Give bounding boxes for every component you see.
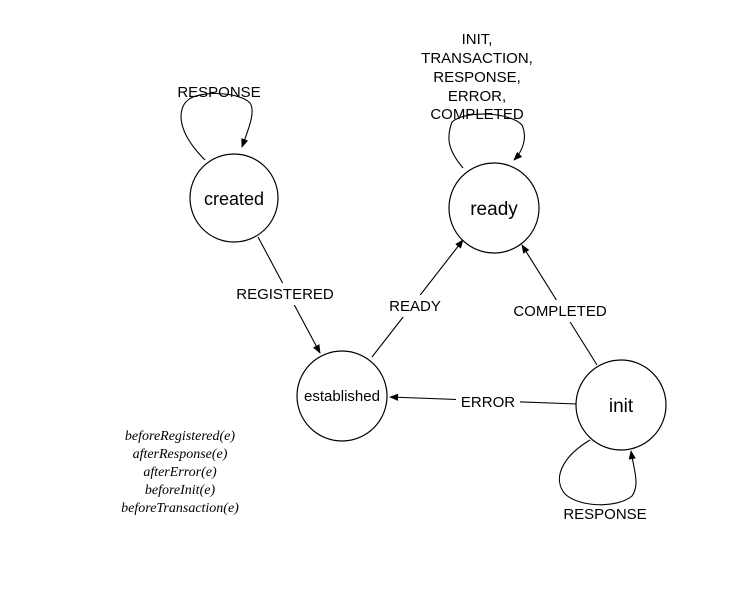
callback-item: afterError(e) [143, 465, 217, 480]
callback-list: beforeRegistered(e) afterResponse(e) aft… [60, 428, 300, 518]
label-ready-self-1: INIT, [462, 31, 493, 48]
callback-item: afterResponse(e) [132, 447, 228, 462]
label-established-to-ready: READY [389, 298, 441, 315]
label-ready-self-5: COMPLETED [430, 106, 524, 123]
label-ready-self-4: ERROR, [448, 88, 506, 105]
label-ready-self-2: TRANSACTION, [421, 50, 533, 67]
label-created-to-established: REGISTERED [236, 286, 334, 303]
state-ready-label: ready [470, 199, 518, 220]
label-init-to-ready: COMPLETED [513, 303, 607, 320]
label-init-self: RESPONSE [563, 506, 646, 523]
state-created: created [189, 153, 279, 243]
label-ready-self-3: RESPONSE, [433, 69, 521, 86]
callback-item: beforeInit(e) [144, 483, 216, 498]
edge-init-self [558, 439, 637, 506]
label-created-self: RESPONSE [177, 84, 260, 101]
callback-item: beforeRegistered(e) [124, 429, 236, 444]
state-established: established [296, 350, 388, 442]
callback-item: beforeTransaction(e) [121, 501, 239, 516]
label-init-to-established: ERROR [461, 394, 515, 411]
state-init: init [575, 359, 667, 451]
edge-created-self [180, 92, 253, 161]
state-init-label: init [609, 396, 634, 417]
state-ready: ready [448, 162, 540, 254]
state-created-label: created [204, 189, 264, 209]
state-established-label: established [304, 388, 380, 405]
edge-ready-self [448, 113, 525, 169]
